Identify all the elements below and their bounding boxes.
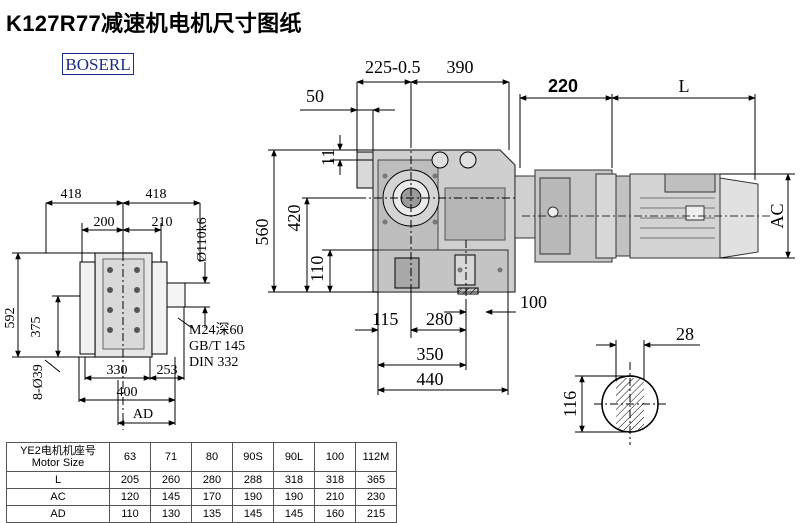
header-cn: YE2电机机座号 [20,445,96,457]
table-cell: 280 [191,471,233,489]
table-cell: 145 [150,488,192,506]
size-col: 112M [355,442,397,472]
table-cell: 318 [314,471,356,489]
size-col: 90L [273,442,315,472]
table-header-label: YE2电机机座号 Motor Size [6,442,110,472]
dim-560: 560 [252,219,272,246]
dim-330: 330 [107,363,128,378]
table-row: AD 110 130 135 145 145 160 215 [6,505,397,523]
dim-key-28: 28 [676,324,694,344]
gearbox-front-view [356,140,520,310]
table-cell: 160 [314,505,356,523]
size-col: 63 [109,442,151,472]
table-cell: 190 [273,488,315,506]
size-col: 100 [314,442,356,472]
dim-420: 420 [284,205,304,232]
table-cell: 205 [109,471,151,489]
table-cell: 130 [150,505,192,523]
dim-400: 400 [117,385,138,400]
dim-8-holes: 8-Ø39 [31,364,46,400]
table-cell: 365 [355,471,397,489]
table-cell: 135 [191,505,233,523]
dim-ad: AD [133,407,153,422]
dim-220: 220 [548,76,578,96]
dim-440: 440 [417,369,444,389]
side-view [12,200,210,430]
size-col: 71 [150,442,192,472]
size-col: 80 [191,442,233,472]
table-header-row: YE2电机机座号 Motor Size 63 71 80 90S 90L 100… [6,442,397,472]
brand-logo: BOSERL [62,53,134,75]
table-cell: 120 [109,488,151,506]
shaft-note-line2: GB/T 145 [189,339,245,354]
size-col: 90S [232,442,274,472]
dim-375: 375 [29,317,44,338]
dim-350: 350 [417,344,444,364]
shaft-key-detail [575,340,700,445]
table-cell: 210 [314,488,356,506]
dim-225: 225-0.5 [365,57,421,77]
table-cell: 110 [109,505,151,523]
dim-225-label: 225-0.5 [365,57,421,77]
dim-200: 200 [94,215,115,230]
header-en: Motor Size [31,457,85,469]
dim-115: 115 [372,309,398,329]
table-cell: 145 [273,505,315,523]
table-row: L 205 260 280 288 318 318 365 [6,471,397,489]
dim-592: 592 [3,308,18,329]
motor-size-table: YE2电机机座号 Motor Size 63 71 80 90S 90L 100… [6,442,397,523]
intermediate-gear-stage [514,169,617,263]
row-label: L [6,471,110,489]
table-cell: 230 [355,488,397,506]
dim-280: 280 [426,309,453,329]
table-cell: 318 [273,471,315,489]
dim-100: 100 [520,292,547,312]
table-cell: 260 [150,471,192,489]
dim-210: 210 [152,215,173,230]
table-cell: 215 [355,505,397,523]
dim-390: 390 [447,57,474,77]
dim-253: 253 [157,363,178,378]
table-cell: 145 [232,505,274,523]
dim-50: 50 [306,86,324,106]
dim-418-right: 418 [146,187,167,202]
dim-11: 11 [318,149,338,166]
row-label: AC [6,488,110,506]
row-label: AD [6,505,110,523]
motor [522,173,770,259]
table-cell: 288 [232,471,274,489]
table-cell: 190 [232,488,274,506]
table-cell: 170 [191,488,233,506]
dim-ac: AC [767,203,787,228]
dim-110: 110 [307,256,327,282]
page-title: K127R77减速机电机尺寸图纸 [6,11,302,36]
table-row: AC 120 145 170 190 190 210 230 [6,488,397,506]
dim-l: L [679,76,690,96]
main-view-dimensions [268,79,795,395]
dim-418-left: 418 [61,187,82,202]
dim-shaft-116: 116 [560,391,580,417]
shaft-note-line1: M24深60 [189,322,243,338]
dim-shaft-diameter: Ø110k6 [195,217,210,262]
shaft-note-line3: DIN 332 [189,355,238,370]
